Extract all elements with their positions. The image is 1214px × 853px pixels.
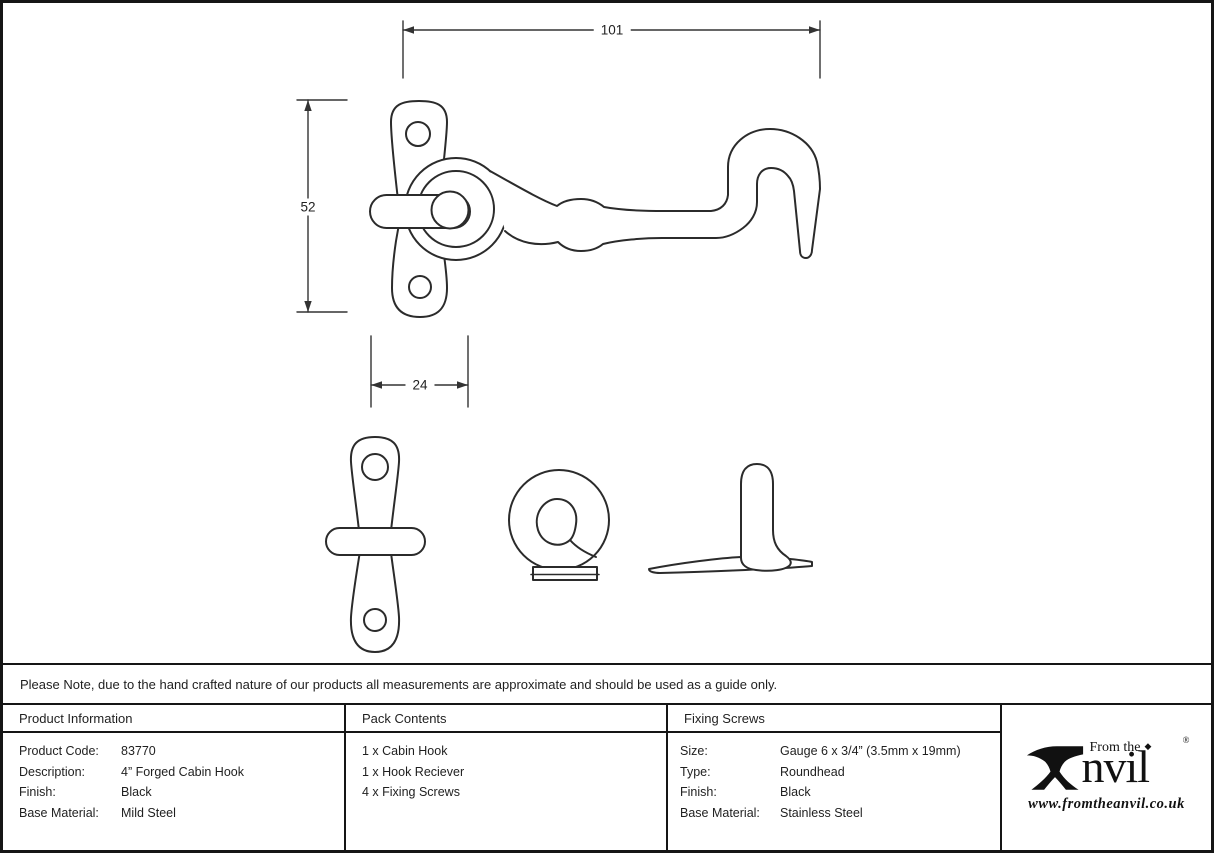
row-label: Product Code: — [19, 744, 99, 758]
table-row: Type: Roundhead — [680, 762, 1000, 783]
dim-label-plate-width: 24 — [405, 376, 435, 394]
logo-anvil-text: nvil — [1081, 740, 1151, 792]
anvil-icon — [1026, 745, 1083, 790]
measurement-note: Please Note, due to the hand crafted nat… — [3, 663, 1211, 705]
product-information-header: Product Information — [3, 705, 344, 733]
receiver-front-view — [508, 469, 610, 581]
table-row: Description: 4” Forged Cabin Hook — [19, 762, 344, 783]
table-row: Size: Gauge 6 x 3/4” (3.5mm x 19mm) — [680, 741, 1000, 762]
diamond-icon: ◆ — [1144, 740, 1152, 751]
pack-contents-column: Pack Contents 1 x Cabin Hook 1 x Hook Re… — [344, 705, 666, 850]
row-label: Finish: — [19, 785, 56, 799]
row-value: Stainless Steel — [780, 805, 863, 820]
table-row: Finish: Black — [680, 782, 1000, 803]
row-label: Type: — [680, 764, 711, 779]
row-value: Black — [121, 785, 152, 799]
row-value: 83770 — [121, 744, 156, 758]
receiver-side-view — [648, 463, 813, 574]
dimension-plate-width — [370, 335, 469, 408]
technical-drawing: 101 52 24 — [3, 3, 1211, 663]
row-label: Base Material: — [680, 805, 760, 820]
row-value: Gauge 6 x 3/4” (3.5mm x 19mm) — [780, 744, 961, 758]
row-label: Size: — [680, 744, 708, 758]
hook-arm-outline — [489, 128, 821, 259]
logo-website-url: www.fromtheanvil.co.uk — [1028, 795, 1185, 812]
pack-contents-body: 1 x Cabin Hook 1 x Hook Reciever 4 x Fix… — [346, 733, 666, 803]
spec-table: Product Information Product Code: 83770 D… — [3, 705, 1211, 850]
table-row: Base Material: Stainless Steel — [680, 803, 1000, 824]
cabin-hook-line-drawing — [296, 20, 821, 653]
pack-contents-header: Pack Contents — [346, 705, 666, 733]
row-value: Roundhead — [780, 764, 845, 779]
list-item: 1 x Cabin Hook — [362, 744, 448, 758]
fixing-screws-column: Fixing Screws Size: Gauge 6 x 3/4” (3.5mm… — [666, 705, 1000, 850]
row-label: Description: — [19, 764, 85, 779]
hook-plate-top-view — [390, 100, 448, 318]
row-label: Base Material: — [19, 805, 99, 820]
pivot-hub — [430, 190, 470, 230]
registered-mark: ® — [1182, 734, 1190, 745]
product-information-column: Product Information Product Code: 83770 D… — [3, 705, 344, 850]
dim-label-height: 52 — [293, 198, 323, 216]
fixing-screws-header: Fixing Screws — [668, 705, 1000, 733]
table-row: Product Code: 83770 — [19, 741, 344, 762]
dim-label-length: 101 — [593, 21, 631, 39]
table-row: Base Material: Mild Steel — [19, 803, 344, 824]
product-information-body: Product Code: 83770 Description: 4” Forged… — [3, 733, 344, 823]
fixing-screws-body: Size: Gauge 6 x 3/4” (3.5mm x 19mm) Type:… — [668, 733, 1000, 823]
from-the-anvil-logo: From the◆ ® nvil www.fromtheanvil.co.uk — [1026, 735, 1190, 817]
note-text: Please Note, due to the hand crafted nat… — [20, 676, 778, 692]
row-label: Finish: — [680, 785, 717, 799]
row-value: Mild Steel — [121, 805, 176, 820]
row-value: 4” Forged Cabin Hook — [121, 764, 244, 779]
brand-logo-cell: From the◆ ® nvil www.fromtheanvil.co.uk — [1000, 705, 1211, 850]
row-value: Black — [780, 785, 811, 799]
list-item: 1 x Hook Reciever — [362, 764, 465, 779]
list-item: 4 x Fixing Screws — [362, 785, 460, 799]
plate-front-view — [325, 436, 426, 653]
table-row: Finish: Black — [19, 782, 344, 803]
logo-from-the-text: From the◆ — [1089, 739, 1152, 755]
hook-arm-fill — [490, 129, 820, 258]
